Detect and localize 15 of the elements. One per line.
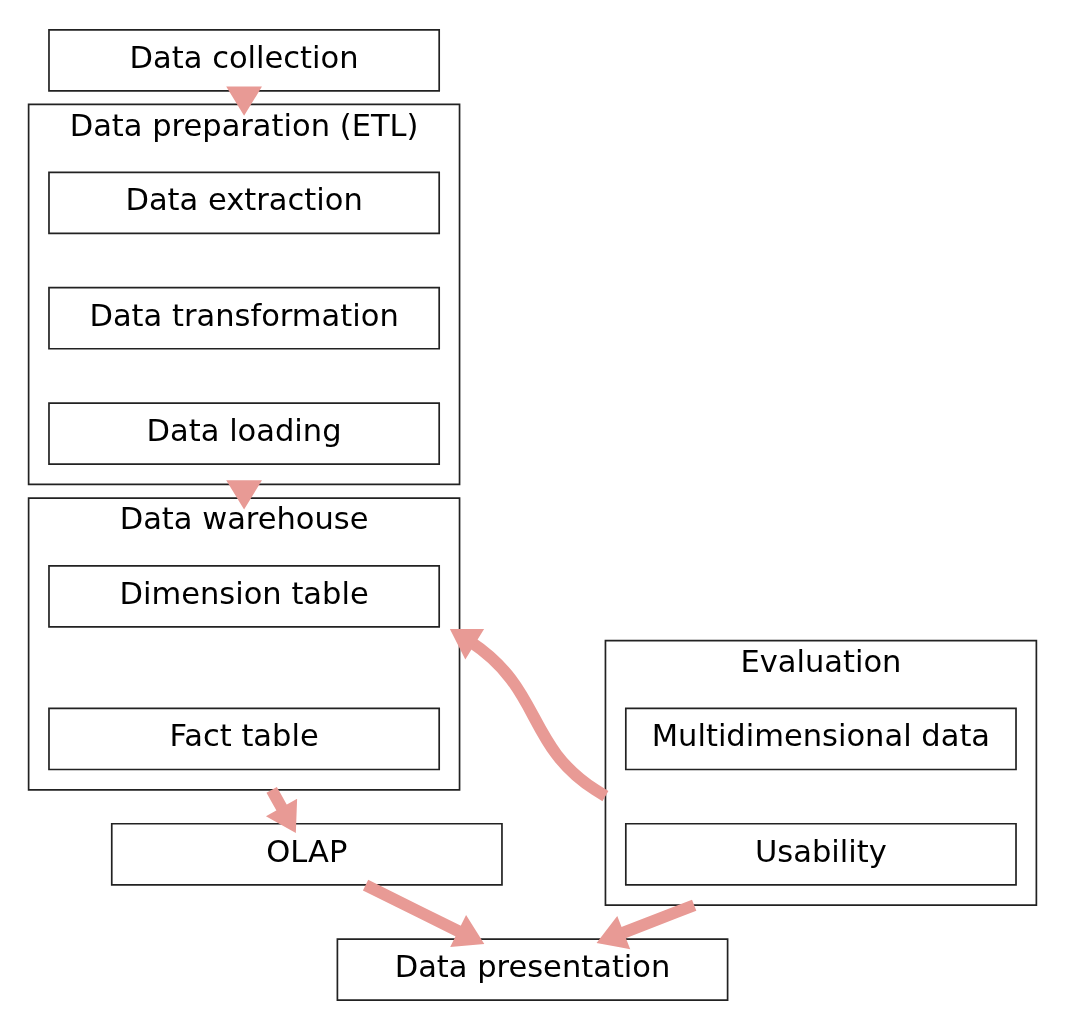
arrow (226, 86, 262, 116)
arrow (226, 480, 262, 510)
arrow (449, 629, 609, 802)
node-box: Data presentation (336, 938, 729, 1002)
node-box: Dimension table (48, 565, 441, 628)
node-box: OLAP (110, 822, 503, 886)
node-box: Data transformation (48, 286, 441, 350)
node-box: Multidimensional data (624, 707, 1017, 771)
node-box: Fact table (48, 707, 441, 771)
arrow (362, 879, 485, 948)
arrow (596, 899, 697, 950)
node-box: Data extraction (48, 171, 441, 235)
arrow (265, 786, 298, 833)
node-box: Data loading (48, 402, 441, 465)
node-box: Usability (624, 822, 1017, 886)
